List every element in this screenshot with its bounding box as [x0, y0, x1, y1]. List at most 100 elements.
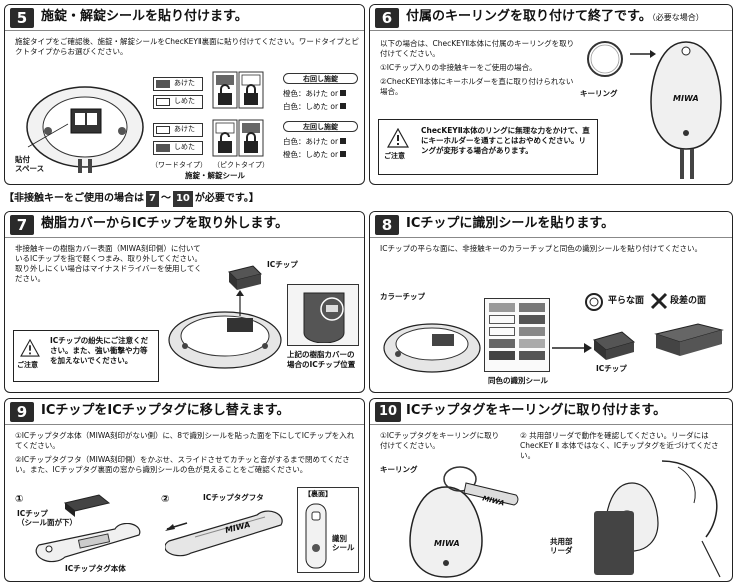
- step10-title: ICチップタグをキーリングに取り付けます。: [406, 403, 667, 418]
- word-seal-right-close: しめた: [153, 95, 203, 109]
- step6-panel: 6 付属のキーリングを取り付けて終了です。（必要な場合） 以下の場合は、Chec…: [369, 4, 733, 185]
- ic-chip-tag-body-illustration: [35, 523, 141, 563]
- step6-text3: ②ChecKEYⅡ本体にキーホルダーを直に取り付けられない場合。: [380, 77, 574, 97]
- left-rotation-line2: 橙色：しめた or: [283, 150, 347, 160]
- step10-number: 10: [375, 402, 401, 422]
- step8-color-chip-label: カラーチップ: [380, 292, 425, 301]
- key-ring-icon: [587, 41, 623, 77]
- step5-text: 施錠タイプをご確認後、施錠・解錠シールをChecKEYⅡ裏面に貼り付けてください…: [15, 37, 359, 57]
- flat-surface-check-icon: [585, 293, 603, 311]
- left-rotation-line1: 白色：あけた or: [283, 137, 347, 147]
- step6-header: 6 付属のキーリングを取り付けて終了です。（必要な場合）: [370, 5, 732, 31]
- step9-panel: 9 ICチップをICチップタグに移し替えます。 ①ICチップタグ本体（MIWA刻…: [4, 398, 365, 582]
- step6-number: 6: [375, 8, 399, 28]
- step10-header: 10 ICチップタグをキーリングに取り付けます。: [370, 399, 732, 425]
- tag-back-view-box: 【裏面】 識別 シール: [297, 487, 359, 573]
- step10-brand-device: MIWA: [434, 539, 460, 548]
- step8-text: ICチップの平らな面に、非接触キーのカラーチップと同色の識別シールを貼り付けてく…: [380, 244, 702, 253]
- step7-number: 7: [10, 215, 34, 235]
- step8-seal-label: 同色の識別シール: [488, 376, 548, 385]
- word-seal-right-open: あけた: [153, 77, 203, 91]
- step6-text2: ①ICチップ入りの非接触キーをご使用の場合。: [380, 63, 537, 72]
- step9-step1-marker: ①: [15, 494, 24, 505]
- warning-icon: [20, 339, 40, 357]
- step6-title: 付属のキーリングを取り付けて終了です。（必要な場合）: [406, 9, 704, 24]
- step9-number: 9: [10, 402, 34, 422]
- step9-body-label: ICチップタグ本体: [65, 564, 126, 573]
- step9-text1: ①ICチップタグ本体（MIWA刻印がない側）に、8で識別シールを貼った面を下にし…: [15, 431, 355, 451]
- step7-panel: 7 樹脂カバーからICチップを取り外します。 非接触キーの樹脂カバー表面（MIW…: [4, 211, 365, 393]
- step9-header: 9 ICチップをICチップタグに移し替えます。: [5, 399, 364, 425]
- banner-to-badge: 10: [172, 191, 193, 207]
- step8-step-label: 段差の面: [670, 296, 707, 306]
- right-rotation-badge: 右回し施錠: [283, 73, 358, 84]
- step7-caution-box: ご注意 ICチップの紛失にご注意ください。また、強い衝撃や力等を加えないでくださ…: [13, 330, 159, 382]
- checkey-device-front-illustration: [650, 41, 722, 179]
- checkey-with-tag-illustration: [409, 466, 519, 578]
- step8-chip-label: ICチップ: [596, 364, 627, 373]
- resin-cover-illustration: [168, 290, 282, 369]
- resin-cover-position-box: [287, 284, 359, 346]
- step8-number: 8: [375, 215, 399, 235]
- step8-flat-label: 平らな面: [608, 296, 645, 306]
- step7-caution-label: ご注意: [17, 361, 38, 369]
- step7-text: 非接触キーの樹脂カバー表面（MIWA刻印側）に付いているICチップを指で軽くつま…: [15, 244, 202, 284]
- step9-text2: ②ICチップタグフタ（MIWA刻印側）をかぶせ、スライドさせてカチッと音がするま…: [15, 455, 350, 475]
- step7-cover-label: 上記の樹脂カバーの場合のICチップ位置: [287, 350, 356, 370]
- warning-icon: [387, 128, 409, 148]
- ic-chip-flat-icon: [592, 331, 636, 360]
- step5-panel: 5 施錠・解錠シールを貼り付けます。 施錠タイプをご確認後、施錠・解錠シールをC…: [4, 4, 365, 185]
- pict-type-label: （ピクトタイプ）: [213, 161, 269, 169]
- step10-panel: 10 ICチップタグをキーリングに取り付けます。 ①ICチップタグをキーリングに…: [369, 398, 733, 582]
- step6-caution-label: ご注意: [384, 152, 405, 160]
- ic-chip-tag-lid-illustration: [165, 510, 283, 557]
- word-seal-left-open: あけた: [153, 123, 203, 137]
- ic-chip-icon: [228, 265, 262, 290]
- step6-caution-text: ChecKEYⅡ本体のリングに無理な力をかけて、直にキーホルダーを通すことはおや…: [421, 126, 590, 156]
- step8-title: ICチップに識別シールを貼ります。: [406, 216, 615, 231]
- step7-header: 7 樹脂カバーからICチップを取り外します。: [5, 212, 364, 238]
- step5-number: 5: [10, 8, 34, 28]
- banner-from-badge: 7: [146, 191, 159, 207]
- step9-chip-label: ICチップ （シール面が下）: [17, 509, 77, 527]
- step9-step2-marker: ②: [161, 494, 170, 505]
- step-surface-chip-illustration: [654, 323, 724, 356]
- step5-header: 5 施錠・解錠シールを貼り付けます。: [5, 5, 364, 31]
- step9-lid-label: ICチップタグフタ: [203, 493, 264, 502]
- step10-ring-label: キーリング: [380, 465, 418, 474]
- step10-text1: ①ICチップタグをキーリングに取り付けてください。: [380, 431, 500, 451]
- step9-title: ICチップをICチップタグに移し替えます。: [41, 403, 290, 418]
- step6-ring-label: キーリング: [580, 89, 618, 98]
- arrow-right-icon: [552, 343, 592, 353]
- identification-seal-sheet: [484, 298, 550, 372]
- step8-panel: 8 ICチップに識別シールを貼ります。 ICチップの平らな面に、非接触キーのカラ…: [369, 211, 733, 393]
- word-seal-left-close: しめた: [153, 141, 203, 155]
- step5-title: 施錠・解錠シールを貼り付けます。: [41, 9, 248, 24]
- color-chip-key-illustration: [383, 323, 481, 373]
- step9-back-label: 【裏面】: [304, 490, 332, 498]
- step10-reader-label: 共用部 リーダ: [550, 537, 573, 555]
- step6-text1: 以下の場合は、ChecKEYⅡ本体に付属のキーリングを取り付けてください。: [380, 39, 575, 59]
- arrow-right-icon: [630, 50, 656, 58]
- seal-label: 施錠・解錠シール: [185, 171, 245, 180]
- step9-seal-label: 識別 シール: [332, 534, 355, 552]
- step8-header: 8 ICチップに識別シールを貼ります。: [370, 212, 732, 238]
- right-rotation-line1: 橙色：あけた or: [283, 89, 347, 99]
- right-rotation-line2: 白色：しめた or: [283, 102, 347, 112]
- ic-chip-icon: [63, 494, 111, 517]
- step6-caution-box: ご注意 ChecKEYⅡ本体のリングに無理な力をかけて、直にキーホルダーを通すこ…: [378, 119, 598, 175]
- checkey-device-back-illustration: [26, 86, 144, 173]
- step7-caution-text: ICチップの紛失にご注意ください。また、強い衝撃や力等を加えないでください。: [50, 336, 149, 366]
- step5-space-label: 貼付 スペース: [15, 155, 45, 173]
- step6-brand: MIWA: [673, 94, 699, 103]
- tag-back-view-icon: [305, 503, 327, 569]
- step-surface-x-icon: [650, 292, 668, 310]
- word-type-label: （ワードタイプ）: [151, 161, 207, 169]
- resin-cover-closeup-icon: [303, 292, 345, 343]
- pict-seal-right-icon: [212, 71, 264, 109]
- step7-chip-label: ICチップ: [267, 260, 298, 269]
- flat-surface-chip-illustration: [580, 314, 644, 332]
- shared-reader-box: [594, 511, 634, 575]
- left-rotation-badge: 左回し施錠: [283, 121, 358, 132]
